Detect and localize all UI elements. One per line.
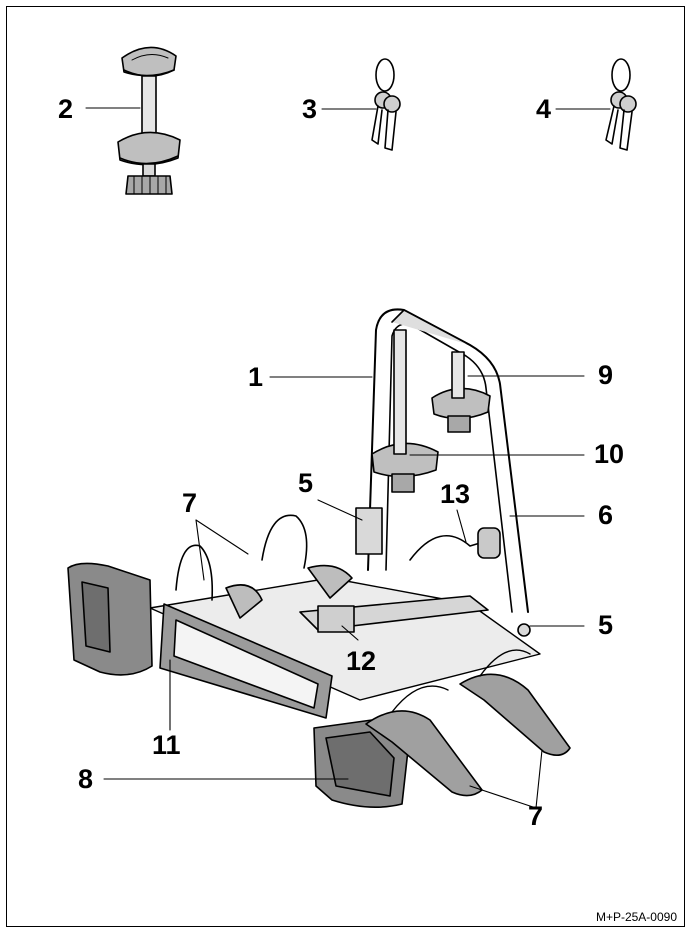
callout-6: 6 — [598, 500, 614, 530]
figure-frame — [6, 6, 685, 927]
keys-set-3 — [371, 58, 401, 151]
callout-1: 1 — [248, 362, 264, 392]
callout-3: 3 — [302, 94, 318, 124]
callout-12: 12 — [346, 646, 377, 676]
callout-9: 9 — [598, 360, 614, 390]
callout-5-lower: 5 — [598, 610, 614, 640]
reference-code: M+P-25A-0090 — [595, 910, 677, 924]
callout-2: 2 — [58, 94, 74, 124]
callout-7-upper: 7 — [182, 488, 198, 518]
callout-11: 11 — [152, 730, 181, 760]
bike-carrier — [67, 308, 571, 808]
callout-8: 8 — [78, 764, 94, 794]
callout-13: 13 — [440, 479, 471, 509]
callout-5-upper: 5 — [298, 468, 314, 498]
callout-7-lower: 7 — [528, 801, 544, 831]
callout-10: 10 — [594, 439, 625, 469]
keys-set-4 — [605, 58, 637, 151]
leader-lines — [85, 107, 611, 809]
frame-holder-clamp — [117, 46, 181, 195]
callout-4: 4 — [536, 94, 552, 124]
